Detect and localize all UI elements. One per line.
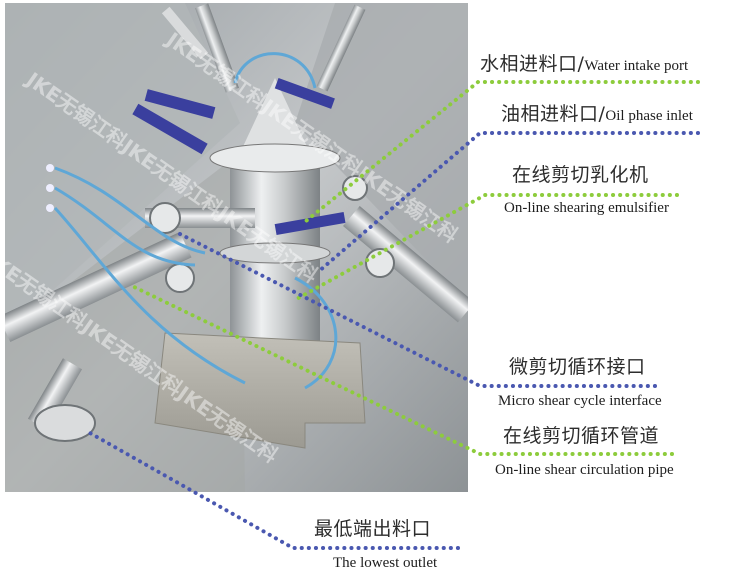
leader-circulation-pipe — [128, 283, 674, 456]
label-water-intake-en: Water intake port — [584, 58, 689, 74]
leader-micro-shear — [176, 231, 657, 388]
label-water-intake: 水相进料口/Water intake port — [480, 49, 688, 76]
label-lowest-outlet-en: The lowest outlet — [333, 555, 438, 571]
label-oil-phase-en: Oil phase inlet — [605, 108, 693, 124]
equipment-photo: JKE无锡江科JKE无锡江科JKE无锡江科 JKE无锡江科JKE无锡江科JKE无… — [5, 3, 468, 492]
label-emulsifier-en: On-line shearing emulsifier — [504, 200, 669, 216]
label-circulation-pipe-cn: 在线剪切循环管道 — [503, 425, 660, 447]
label-lowest-outlet-cn: 最低端出料口 — [314, 518, 432, 540]
label-water-intake-cn: 水相进料口/ — [480, 53, 585, 75]
leader-water-intake — [304, 80, 700, 223]
label-oil-phase-cn: 油相进料口/ — [501, 103, 606, 125]
leader-lowest-outlet — [88, 431, 460, 550]
label-oil-phase: 油相进料口/Oil phase inlet — [501, 99, 693, 126]
label-micro-shear-en: Micro shear cycle interface — [498, 393, 662, 409]
leader-emulsifier — [291, 193, 679, 303]
label-micro-shear-cn: 微剪切循环接口 — [509, 356, 646, 378]
label-circulation-pipe-en: On-line shear circulation pipe — [495, 462, 674, 478]
label-emulsifier-cn: 在线剪切乳化机 — [512, 164, 649, 186]
leader-oil-phase — [316, 131, 700, 274]
